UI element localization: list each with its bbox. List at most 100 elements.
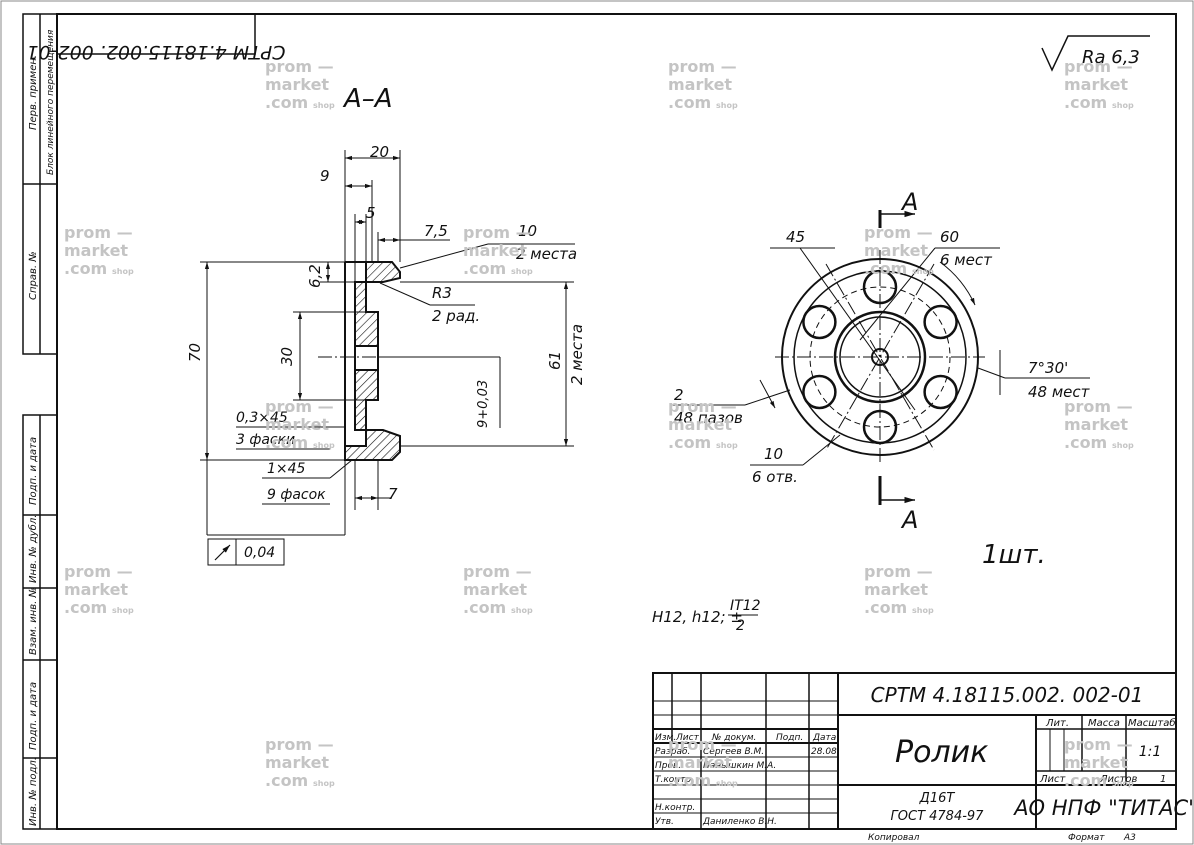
watermark-text: .com bbox=[668, 93, 711, 112]
left-strip-labels: Перв. примен. Блок линейного перемещения… bbox=[27, 29, 56, 826]
roughness-value: Ra 6,3 bbox=[1082, 47, 1140, 68]
tb-sheets-label: Листов bbox=[1099, 774, 1137, 785]
tb-role-tkontr: Т.контр. bbox=[655, 775, 694, 785]
watermark-shop: shop bbox=[112, 267, 134, 276]
format-value: А3 bbox=[1123, 833, 1136, 843]
mirrored-number: СРТМ 4.18115.002. 002-01 bbox=[26, 41, 285, 63]
tb-company: АО НПФ "ТИТАС" bbox=[1012, 796, 1194, 820]
watermark-shop: shop bbox=[511, 267, 533, 276]
watermark-text: .com bbox=[1064, 93, 1107, 112]
watermark-text: market bbox=[668, 753, 732, 772]
dim-30: 30 bbox=[278, 347, 296, 366]
watermark-text: market bbox=[864, 580, 928, 599]
strip-label-vzam: Взам. инв. № bbox=[28, 587, 39, 655]
watermark-text: .com bbox=[668, 771, 711, 790]
watermark-text: .com bbox=[463, 598, 506, 617]
tb-name-utv: Даниленко В.Н. bbox=[702, 817, 777, 827]
copied-label: Копировал bbox=[868, 833, 920, 843]
quantity-note: 1шт. bbox=[982, 540, 1046, 570]
watermark-text: .com bbox=[668, 433, 711, 452]
watermark-text: prom — bbox=[1064, 397, 1133, 416]
watermark-shop: shop bbox=[511, 606, 533, 615]
tb-col-doc: № докум. bbox=[711, 733, 756, 743]
dim-bore: 9+0,03 bbox=[476, 380, 491, 428]
strip-label-block: Блок линейного перемещения bbox=[46, 29, 56, 175]
watermark-text: .com bbox=[1064, 771, 1107, 790]
tb-sheet-label: Лист bbox=[1039, 774, 1067, 785]
watermark-text: prom — bbox=[463, 223, 532, 242]
tolerance-prefix: H12, h12; ± bbox=[652, 608, 743, 626]
tb-scale-value: 1:1 bbox=[1139, 744, 1162, 760]
watermark-shop: shop bbox=[716, 779, 738, 788]
dim-60-note: 6 мест bbox=[940, 251, 993, 269]
tolerance-den: 2 bbox=[736, 618, 745, 634]
runout-value: 0,04 bbox=[244, 545, 275, 561]
left-strip bbox=[22, 13, 58, 830]
watermark-text: prom — bbox=[864, 223, 933, 242]
section-view: А–А bbox=[186, 84, 586, 566]
watermark-text: prom — bbox=[265, 397, 334, 416]
watermark-shop: shop bbox=[912, 267, 934, 276]
dim-slot: 2 bbox=[674, 386, 684, 404]
tb-role-nkontr: Н.контр. bbox=[655, 803, 695, 813]
watermark-shop: shop bbox=[1112, 101, 1134, 110]
watermark-text: .com bbox=[864, 259, 907, 278]
watermark-text: market bbox=[265, 415, 329, 434]
watermark-text: market bbox=[1064, 753, 1128, 772]
dim-60: 60 bbox=[940, 228, 959, 246]
dim-70: 70 bbox=[186, 343, 204, 362]
dim-6-2: 6,2 bbox=[306, 264, 324, 288]
watermark-text: .com bbox=[463, 259, 506, 278]
strip-label-inv-podl: Инв. № подл. bbox=[28, 757, 39, 826]
dim-10-chamfer: 10 bbox=[518, 222, 537, 240]
dim-20: 20 bbox=[370, 143, 389, 161]
watermark-text: prom — bbox=[668, 735, 737, 754]
watermark-text: prom — bbox=[463, 562, 532, 581]
cut-label-bottom: А bbox=[900, 506, 918, 534]
tolerance-note: H12, h12; ± IT12 2 bbox=[652, 598, 761, 634]
watermark-text: market bbox=[64, 580, 128, 599]
mirrored-number-box: СРТМ 4.18115.002. 002-01 bbox=[26, 13, 286, 63]
tb-role-razrab: Разраб. bbox=[655, 747, 690, 757]
front-view: А А 45 60 6 мест 7°30' 48 мест 2 48 пазо… bbox=[670, 188, 1091, 534]
tb-material-1: Д16Т bbox=[919, 791, 956, 806]
watermark-shop: shop bbox=[716, 441, 738, 450]
tb-drawing-number: СРТМ 4.18115.002. 002-01 bbox=[871, 683, 1144, 707]
strip-label-inv-dubl: Инв. № дубл. bbox=[27, 515, 39, 583]
watermark-text: market bbox=[265, 75, 329, 94]
dim-r3-note: 2 рад. bbox=[432, 307, 480, 325]
watermark-text: .com bbox=[265, 93, 308, 112]
watermark-text: .com bbox=[64, 259, 107, 278]
roughness-symbol: Ra 6,3 bbox=[1041, 35, 1150, 72]
watermark-text: market bbox=[1064, 75, 1128, 94]
watermark-text: market bbox=[864, 241, 928, 260]
watermark-text: market bbox=[668, 415, 732, 434]
dim-chamfer-1: 1×45 bbox=[267, 461, 306, 477]
watermark-text: .com bbox=[64, 598, 107, 617]
tb-part-name: Ролик bbox=[895, 735, 988, 770]
tb-lit-label: Лит. bbox=[1045, 718, 1069, 729]
watermark-text: .com bbox=[1064, 433, 1107, 452]
runout-frame: 0,04 bbox=[207, 538, 285, 566]
section-title: А–А bbox=[342, 84, 393, 114]
watermark-shop: shop bbox=[912, 606, 934, 615]
dim-7: 7 bbox=[388, 485, 398, 503]
watermark-text: prom — bbox=[1064, 735, 1133, 754]
watermark-text: .com bbox=[265, 771, 308, 790]
watermark-shop: shop bbox=[1112, 779, 1134, 788]
tb-name-razrab: Сергеев В.М. bbox=[703, 747, 764, 757]
tb-col-izm: Изм. bbox=[655, 733, 676, 743]
strip-label-sprav: Справ. № bbox=[28, 251, 39, 300]
tb-name-prov: Панышкин М.А. bbox=[703, 761, 776, 771]
watermark-text: .com bbox=[265, 433, 308, 452]
strip-label-perv: Перв. примен. bbox=[28, 55, 39, 130]
